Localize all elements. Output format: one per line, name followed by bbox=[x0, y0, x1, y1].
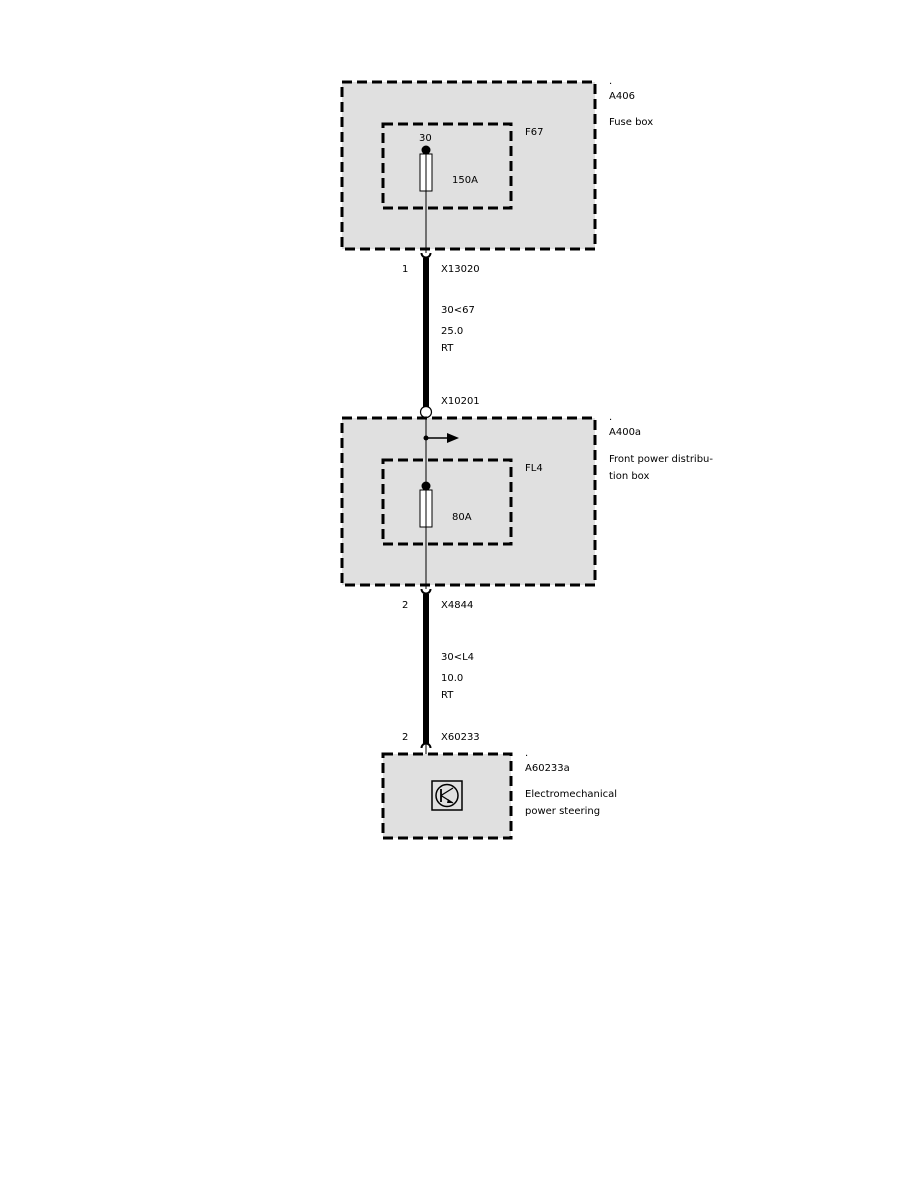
wire-1-gauge: 25.0 bbox=[441, 326, 463, 337]
connector-x13020-pin-icon bbox=[420, 252, 432, 259]
branch-arrow-icon bbox=[447, 433, 459, 443]
connector-x13020-id: X13020 bbox=[441, 264, 480, 275]
fuse-f67-terminal-dot bbox=[421, 145, 431, 155]
fuse-fl4-outline bbox=[381, 458, 513, 546]
fuse-box-outline bbox=[340, 80, 597, 251]
wire-2-signal: 30<L4 bbox=[441, 652, 474, 663]
fuse-f67-terminal: 30 bbox=[419, 133, 432, 144]
wire-2-gauge: 10.0 bbox=[441, 673, 463, 684]
splice-x10201-id: X10201 bbox=[441, 396, 480, 407]
fuse-box-name: Fuse box bbox=[609, 117, 653, 128]
connector-x13020: 1 X13020 bbox=[402, 252, 480, 275]
connector-x60233: 2 X60233 bbox=[402, 732, 480, 754]
distribution-box-name-line1: Front power distribu- bbox=[609, 454, 713, 465]
connector-x60233-id: X60233 bbox=[441, 732, 480, 743]
fuse-fl4-rating: 80A bbox=[452, 512, 472, 523]
wire-2-color: RT bbox=[441, 690, 454, 701]
wire-2: 30<L4 10.0 RT bbox=[423, 594, 474, 744]
power-steering-id: A60233a bbox=[525, 763, 570, 774]
power-steering-a60233a: . A60233a Electromechanical power steeri… bbox=[381, 748, 617, 840]
wire-1-signal: 30<67 bbox=[441, 305, 475, 316]
splice-x10201-icon bbox=[419, 405, 433, 419]
fuse-box-a406: . A406 Fuse box F67 30 150A bbox=[340, 76, 653, 253]
connector-x4844-id: X4844 bbox=[441, 600, 473, 611]
splice-x10201: X10201 bbox=[419, 396, 480, 419]
connector-x4844-pin: 2 bbox=[402, 600, 408, 611]
control-unit-icon bbox=[431, 780, 463, 811]
distribution-box-name-line2: tion box bbox=[609, 471, 649, 482]
fuse-box-dot: . bbox=[609, 76, 612, 87]
distribution-box-a400a: . A400a Front power distribu- tion box F… bbox=[340, 412, 713, 589]
power-steering-name-line1: Electromechanical bbox=[525, 789, 617, 800]
distribution-box-dot: . bbox=[609, 412, 612, 423]
distribution-box-id: A400a bbox=[609, 427, 641, 438]
connector-x13020-pin: 1 bbox=[402, 264, 408, 275]
power-steering-name-line2: power steering bbox=[525, 806, 600, 817]
wire-1-color: RT bbox=[441, 343, 454, 354]
fuse-f67-id: F67 bbox=[525, 127, 543, 138]
fuse-fl4-id: FL4 bbox=[525, 463, 543, 474]
fuse-fl4-terminal-dot bbox=[421, 481, 431, 491]
connector-x4844: 2 X4844 bbox=[402, 588, 473, 611]
fuse-f67-rating: 150A bbox=[452, 175, 478, 186]
connector-x60233-pin-icon bbox=[420, 742, 432, 749]
power-steering-dot: . bbox=[525, 748, 528, 759]
connector-x4844-pin-icon bbox=[420, 588, 432, 595]
wire-1: 30<67 25.0 RT bbox=[423, 258, 475, 407]
distribution-box-outline bbox=[340, 416, 597, 587]
fuse-box-id: A406 bbox=[609, 91, 635, 102]
connector-x60233-pin: 2 bbox=[402, 732, 408, 743]
fuse-f67-outline bbox=[381, 122, 513, 210]
